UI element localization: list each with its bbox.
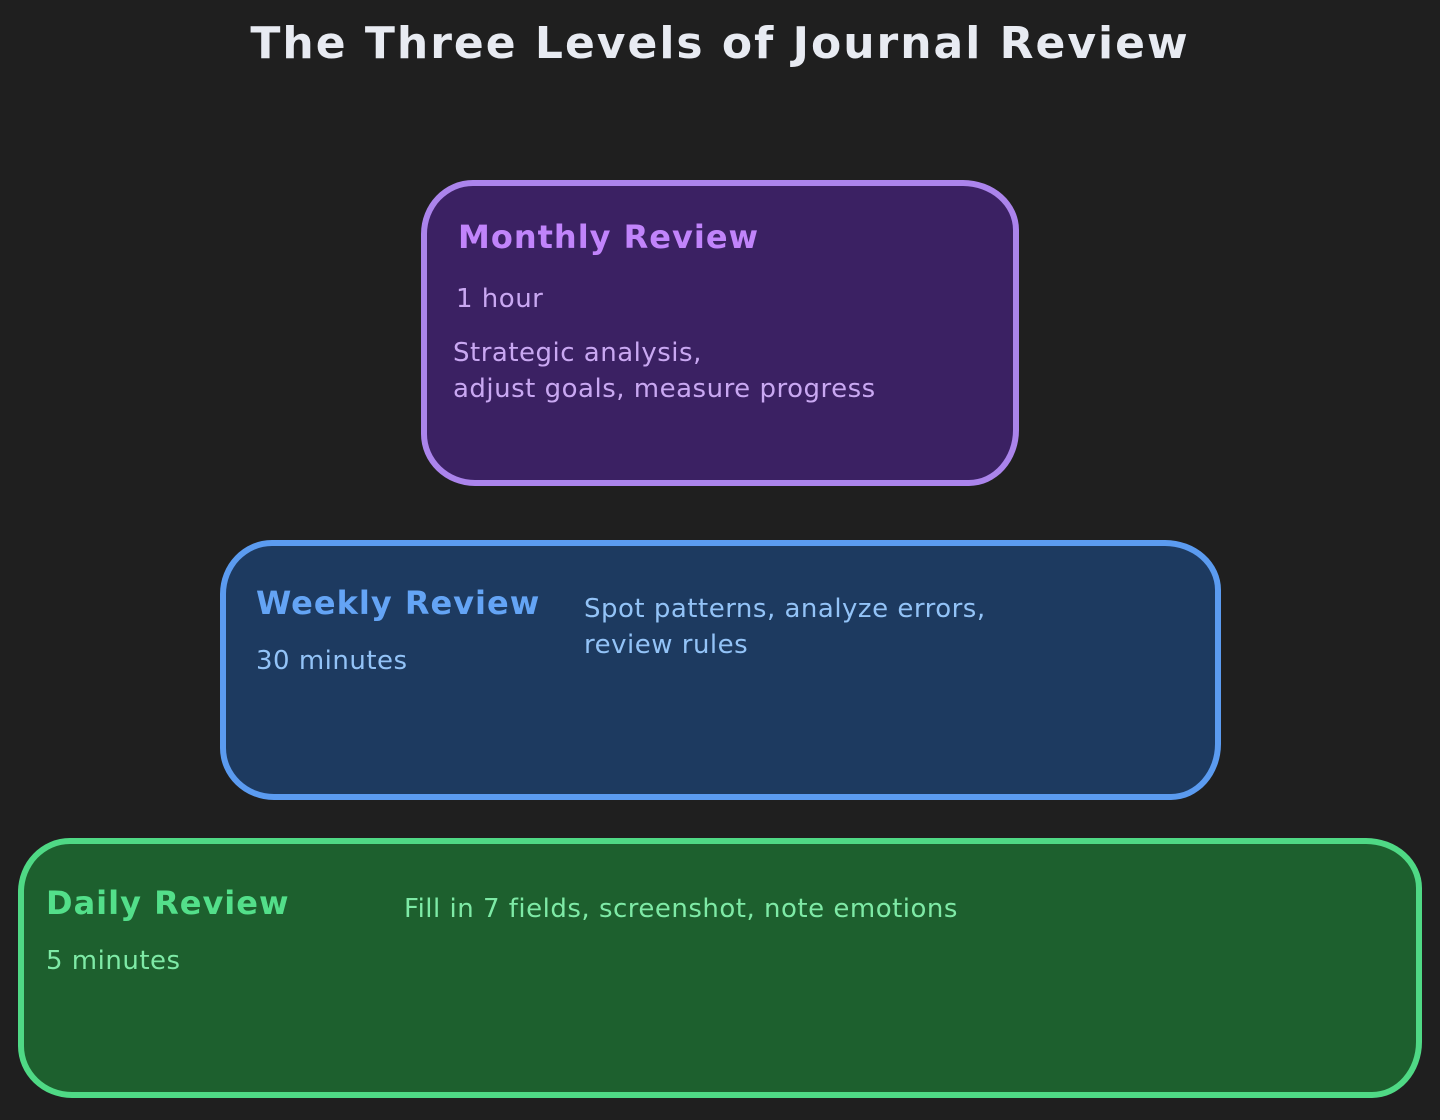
level-description-weekly: Spot patterns, analyze errors, review ru… bbox=[584, 594, 986, 660]
level-duration-monthly: 1 hour bbox=[456, 284, 544, 314]
level-card-weekly: Weekly Review 30 minutes Spot patterns, … bbox=[220, 540, 1221, 800]
level-description-daily: Fill in 7 fields, screenshot, note emoti… bbox=[404, 894, 958, 924]
level-card-monthly: Monthly Review 1 hour Strategic analysis… bbox=[421, 180, 1019, 486]
level-card-daily: Daily Review 5 minutes Fill in 7 fields,… bbox=[18, 838, 1422, 1098]
level-title-weekly: Weekly Review bbox=[256, 584, 541, 622]
level-duration-daily: 5 minutes bbox=[46, 946, 181, 976]
level-description-monthly: Strategic analysis, adjust goals, measur… bbox=[453, 338, 876, 404]
level-title-monthly: Monthly Review bbox=[458, 218, 760, 256]
level-duration-weekly: 30 minutes bbox=[256, 646, 408, 676]
level-title-daily: Daily Review bbox=[46, 884, 290, 922]
page-title: The Three Levels of Journal Review bbox=[250, 18, 1190, 69]
